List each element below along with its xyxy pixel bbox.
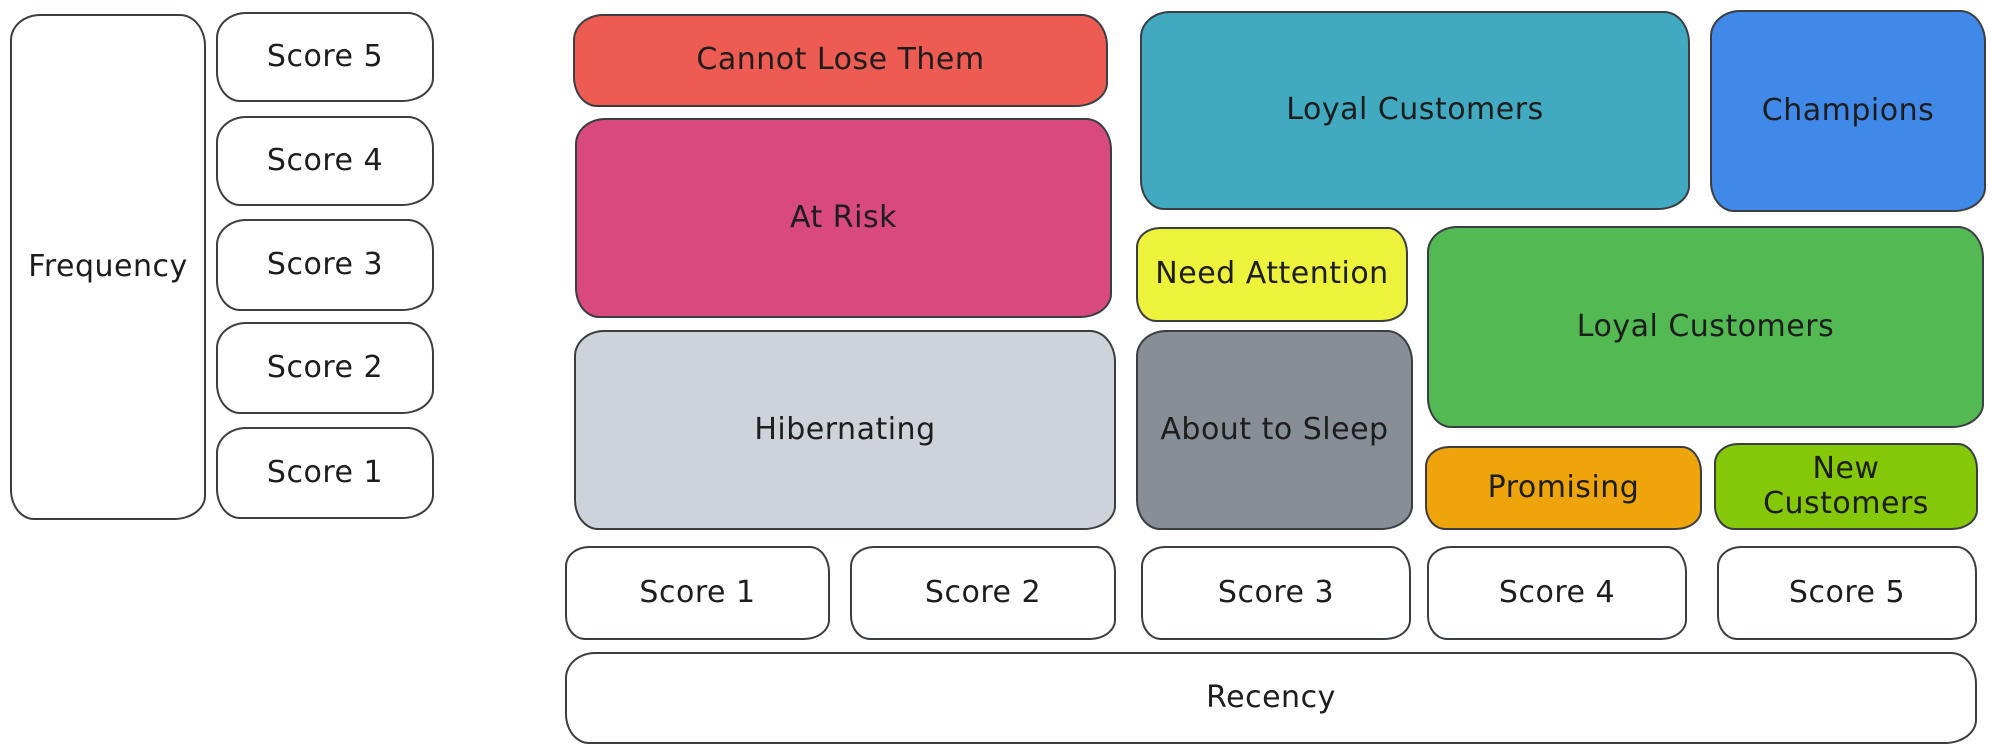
segment-about-to-sleep: About to Sleep — [1136, 330, 1413, 530]
recency-score-3-text: Score 3 — [1217, 574, 1335, 610]
segment-new-customers: New Customers — [1714, 443, 1978, 530]
segment-promising-text: Promising — [1487, 469, 1640, 505]
segment-at-risk-text: At Risk — [790, 199, 897, 235]
segment-loyal-customers-green-text: Loyal Customers — [1576, 308, 1835, 344]
frequency-axis-label: Frequency — [10, 14, 206, 520]
segment-hibernating: Hibernating — [574, 330, 1116, 530]
recency-score-2-text: Score 2 — [924, 574, 1042, 610]
frequency-score-1-text: Score 1 — [266, 454, 384, 490]
recency-axis-text: Recency — [1206, 679, 1336, 715]
segment-new-customers-text: New Customers — [1763, 451, 1929, 521]
segment-champions-text: Champions — [1761, 92, 1935, 128]
segment-need-attention: Need Attention — [1136, 227, 1408, 322]
recency-axis-label: Recency — [565, 652, 1977, 744]
recency-score-1-text: Score 1 — [639, 574, 756, 610]
frequency-score-2: Score 2 — [216, 322, 434, 414]
recency-score-3: Score 3 — [1141, 546, 1411, 640]
recency-score-5: Score 5 — [1717, 546, 1977, 640]
frequency-score-5: Score 5 — [216, 12, 434, 102]
frequency-score-5-text: Score 5 — [266, 38, 384, 74]
recency-score-4-text: Score 4 — [1498, 574, 1616, 610]
frequency-score-4-text: Score 4 — [266, 142, 384, 178]
segment-at-risk: At Risk — [575, 118, 1112, 318]
segment-loyal-customers-green: Loyal Customers — [1427, 226, 1984, 428]
segment-champions: Champions — [1710, 10, 1986, 212]
segment-loyal-customers-teal: Loyal Customers — [1140, 11, 1690, 210]
segment-cannot-lose-them: Cannot Lose Them — [573, 14, 1108, 107]
frequency-score-1: Score 1 — [216, 427, 434, 519]
segment-loyal-customers-teal-text: Loyal Customers — [1286, 92, 1544, 128]
frequency-score-4: Score 4 — [216, 116, 434, 206]
frequency-axis-text: Frequency — [28, 248, 188, 284]
segment-promising: Promising — [1425, 446, 1702, 530]
frequency-score-3: Score 3 — [216, 219, 434, 311]
recency-score-5-text: Score 5 — [1788, 574, 1906, 610]
frequency-score-2-text: Score 2 — [266, 349, 384, 385]
recency-score-4: Score 4 — [1427, 546, 1687, 640]
recency-score-2: Score 2 — [850, 546, 1116, 640]
frequency-score-3-text: Score 3 — [266, 246, 384, 282]
segment-need-attention-text: Need Attention — [1155, 256, 1389, 292]
recency-score-1: Score 1 — [565, 546, 830, 640]
segment-hibernating-text: Hibernating — [754, 411, 936, 447]
segment-about-to-sleep-text: About to Sleep — [1160, 411, 1389, 447]
segment-cannot-lose-them-text: Cannot Lose Them — [696, 42, 985, 78]
